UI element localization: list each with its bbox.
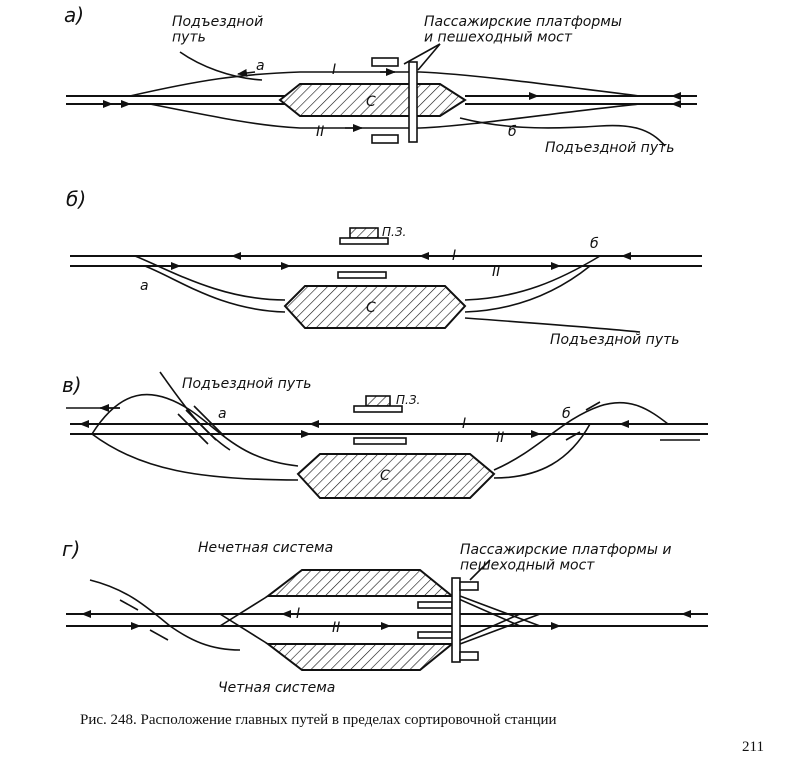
access-track-label-c: Подъездной путь xyxy=(182,376,312,392)
access-track-top-line xyxy=(179,51,263,81)
track-II-a xyxy=(149,103,641,129)
stairs-d-1 xyxy=(459,581,479,591)
yard-c-c xyxy=(296,453,496,499)
platforms-text-a: Пассажирские платформы xyxy=(424,14,622,30)
access-track-bottom-label-a: Подъездной путь xyxy=(545,140,675,156)
switch-ladder-c xyxy=(177,405,225,445)
leader-platforms-a xyxy=(403,43,441,65)
conn-c-4 xyxy=(493,401,669,471)
switch-b-marks-c xyxy=(565,401,601,441)
switch-a-b: а xyxy=(140,278,149,294)
footbridge-d xyxy=(451,577,461,663)
conn-b-1 xyxy=(134,255,286,301)
platforms-text-a-line-2: и пешеходный мост xyxy=(424,29,573,45)
access-track-top-text: Подъездной xyxy=(172,14,263,30)
platforms-text-d: Пассажирские платформы и xyxy=(460,542,671,558)
access-line-d xyxy=(89,579,241,651)
leader-bridge-a xyxy=(417,43,441,71)
scheme-d-letter: г) xyxy=(62,537,80,561)
scheme-b: б) С П.З. I II а б Подъездной путь xyxy=(66,187,702,348)
access-track-bottom-line xyxy=(459,117,666,147)
station-building-label-b: П.З. xyxy=(382,225,406,239)
track-II-label-a: II xyxy=(316,124,324,140)
track-I-a xyxy=(129,71,641,97)
yard-c-a xyxy=(278,83,467,117)
odd-system-label: Нечетная система xyxy=(198,540,333,556)
stairs-d-2 xyxy=(459,651,479,661)
access-line-b xyxy=(464,317,641,333)
page-number: 211 xyxy=(742,739,764,755)
station-building-b xyxy=(349,227,379,239)
platform-between-c xyxy=(353,437,407,445)
switch-b-c: б xyxy=(562,406,571,422)
even-system-label: Четная система xyxy=(218,680,335,696)
platform-d-1 xyxy=(417,601,453,609)
station-building-label-c: П.З. xyxy=(396,393,420,407)
track-II-label-c: II xyxy=(496,430,504,446)
conn-d-1 xyxy=(219,595,521,627)
yard-c-label-c: С xyxy=(380,468,390,484)
switch-a-c: а xyxy=(218,406,227,422)
platforms-text-d-line-2: пешеходный мост xyxy=(460,557,595,573)
track-I-label-a: I xyxy=(332,62,336,78)
station-platform-b xyxy=(339,237,389,245)
leader-platforms-d xyxy=(469,559,491,581)
conn-b-3 xyxy=(464,255,601,301)
station-platform-c xyxy=(353,405,403,413)
footbridge-a xyxy=(408,61,418,143)
track-I-label-d: I xyxy=(296,606,300,622)
conn-b-4 xyxy=(464,265,591,313)
switch-b-a: б xyxy=(508,124,517,140)
scheme-d: г) Нечетная система Пассажирские платфор… xyxy=(62,537,708,696)
track-I-label-c: I xyxy=(462,416,466,432)
arrow-a-8 xyxy=(237,68,256,77)
even-system-yard xyxy=(265,643,455,671)
platform-top-a xyxy=(371,57,399,67)
switch-a-a: а xyxy=(256,58,265,74)
figure-caption: Рис. 248. Расположение главных путей в п… xyxy=(80,712,557,728)
conn-c-3 xyxy=(493,423,591,479)
conn-b-2 xyxy=(144,265,286,313)
access-track-top-text-line-2: путь xyxy=(172,29,206,45)
scheme-a-letter: а) xyxy=(64,3,84,27)
conn-d-3 xyxy=(459,595,541,645)
track-II-label-b: II xyxy=(492,264,500,280)
access-line-c xyxy=(159,371,231,451)
scheme-b-letter: б) xyxy=(66,187,86,211)
station-building-c xyxy=(365,395,391,407)
yard-c-label-a: С xyxy=(366,94,376,110)
switch-b-b: б xyxy=(590,236,599,252)
track-II-label-d: II xyxy=(332,620,340,636)
track-I-label-b: I xyxy=(452,248,456,264)
conn-c-1 xyxy=(91,393,299,467)
yard-c-b xyxy=(283,285,467,329)
conn-d-2 xyxy=(219,613,521,645)
access-track-label-b: Подъездной путь xyxy=(550,332,680,348)
switch-marks-d xyxy=(119,599,169,641)
scheme-c-letter: в) xyxy=(62,373,82,397)
platform-d-2 xyxy=(417,631,453,639)
odd-system-yard xyxy=(265,569,455,597)
conn-c-2 xyxy=(91,433,299,481)
platform-bottom-a xyxy=(371,134,399,144)
yard-c-label-b: С xyxy=(366,300,376,316)
platform-between-b xyxy=(337,271,387,279)
scheme-c: в) С Подъездной путь П.З. а б I xyxy=(62,371,708,499)
